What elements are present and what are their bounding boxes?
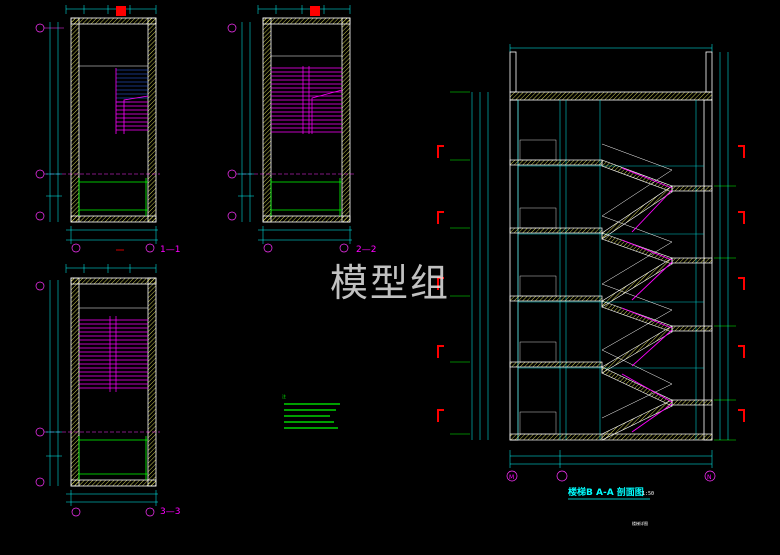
- axis-label-m: M: [509, 474, 514, 481]
- plan-3-section-label: 3—3: [160, 507, 180, 517]
- section-scale: 1:50: [642, 491, 654, 497]
- notes-title: 注: [282, 393, 286, 399]
- stair-plan-3: 3—3: [35, 264, 180, 517]
- plan-2-section-label: 2—2: [356, 245, 376, 255]
- drawing-notes: 注: [282, 393, 340, 429]
- axis-label-n: N: [707, 474, 712, 481]
- stair-plan-1: 1—1: [35, 5, 180, 255]
- plan-1-section-label: 1—1: [160, 245, 180, 255]
- stair-plan-2: 2—2: [227, 5, 376, 255]
- stair-section-aa: M N 楼梯B A-A 剖面图 1:50 楼梯详图: [437, 44, 745, 526]
- sheet-footer: 楼梯详图: [632, 520, 648, 526]
- section-title: 楼梯B A-A 剖面图: [568, 486, 644, 498]
